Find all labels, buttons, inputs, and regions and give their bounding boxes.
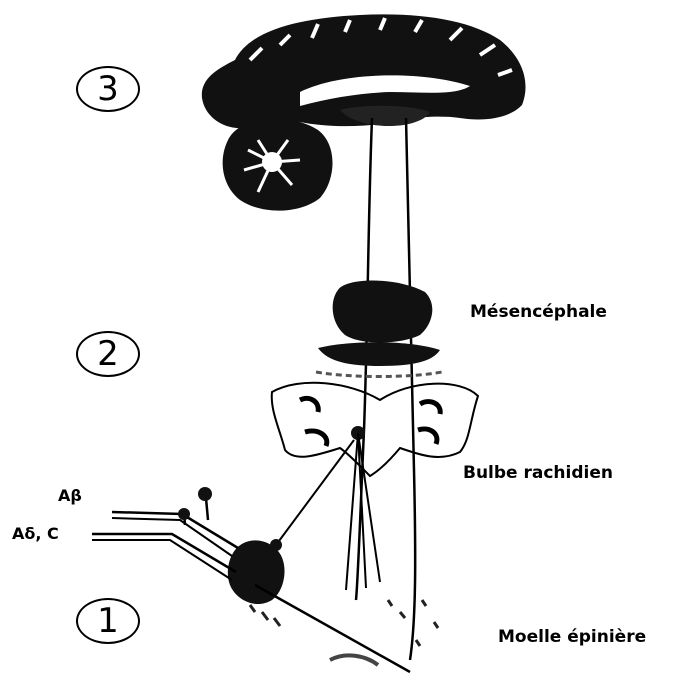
medulla [272, 383, 478, 476]
a-delta-c-label: Aδ, C [12, 524, 59, 543]
spinal-cord [228, 540, 438, 672]
spinal-shading [330, 655, 378, 665]
pons-texture [316, 372, 442, 377]
fiber-descending-a [346, 433, 358, 590]
level-2-number: 2 [97, 334, 119, 374]
spinal-synapse [270, 539, 282, 551]
cerebellum-core [262, 152, 282, 172]
level-2-marker: 2 [76, 331, 140, 377]
moelle-epiniere-label: Moelle épinière [498, 627, 646, 647]
level-3-number: 3 [97, 69, 119, 109]
medulla-fibers [276, 433, 380, 590]
abeta-terminal [198, 487, 212, 501]
mesencephalon [316, 281, 442, 377]
mesencephale-label: Mésencéphale [470, 302, 607, 322]
fiber-node [178, 508, 190, 520]
fiber-abeta-line-2 [112, 518, 232, 556]
afferent-fibers [92, 498, 238, 580]
brain-hemisphere [202, 14, 526, 210]
level-1-marker: 1 [76, 598, 140, 644]
level-3-marker: 3 [76, 66, 140, 112]
fiber-adelta-c-line-2 [92, 540, 232, 580]
pons-band [318, 342, 440, 366]
collateral-stem-1 [206, 498, 208, 520]
tract-lateral [406, 118, 415, 660]
midbrain-mass [333, 281, 433, 343]
medulla-nuclei [300, 398, 440, 446]
dorsal-horn-speckle [250, 600, 438, 646]
bulbe-rachidien-label: Bulbe rachidien [463, 463, 613, 483]
a-beta-label: Aβ [58, 486, 82, 505]
level-1-number: 1 [97, 601, 119, 641]
